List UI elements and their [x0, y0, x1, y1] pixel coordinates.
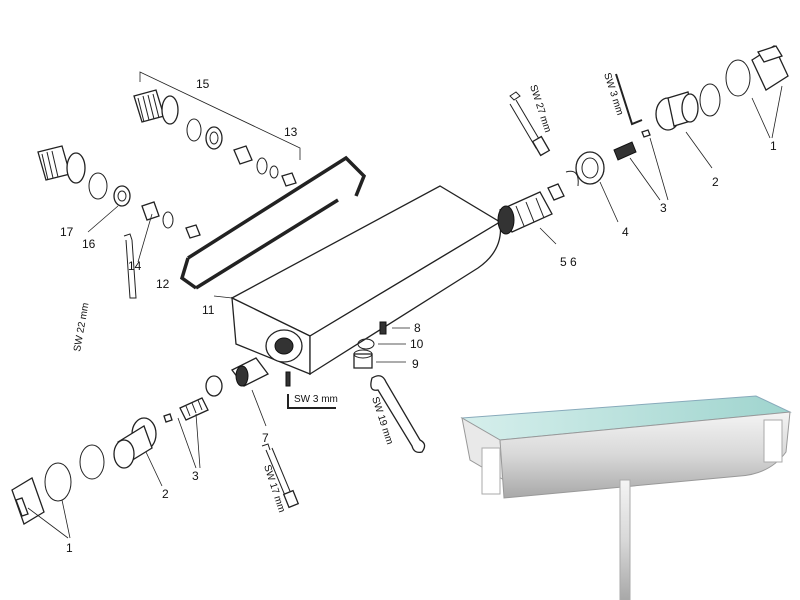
label-part-9: 9	[412, 357, 419, 371]
flange-2-top	[655, 83, 721, 169]
seal-13	[269, 165, 279, 179]
tool-sw17: SW 17 mm	[261, 464, 287, 514]
wrench-sw22: SW 22 mm	[72, 233, 137, 353]
tool-sw22: SW 22 mm	[72, 302, 91, 353]
label-part-2-bottom: 2	[162, 487, 169, 501]
nut-9	[353, 349, 373, 369]
label-part-17: 17	[60, 225, 74, 239]
clip-4	[565, 170, 579, 187]
o-ring-14	[162, 211, 174, 229]
label-part-10: 10	[410, 337, 424, 351]
wrench-sw17: SW 17 mm	[261, 443, 300, 514]
hex-key-sw3-mid: SW 3 mm	[287, 394, 338, 409]
washer-16	[113, 185, 131, 207]
valve-set-3-top	[613, 129, 669, 201]
filter-14	[185, 224, 201, 239]
nut-13	[233, 145, 253, 165]
hex-key-sw3-top: SW 3 mm	[601, 72, 643, 126]
label-part-8: 8	[414, 321, 421, 335]
inlet-set-15	[133, 71, 301, 187]
label-part-16: 16	[82, 237, 96, 251]
screw-8	[379, 321, 387, 335]
cartridge-56	[497, 183, 565, 245]
o-ring-17	[88, 172, 108, 200]
grub-screw-sw3	[285, 371, 291, 387]
handle-1-top	[725, 45, 789, 139]
label-part-15: 15	[196, 77, 210, 91]
flange-2-bottom	[79, 417, 163, 487]
label-part-7: 7	[262, 431, 269, 445]
handle-1-bottom	[11, 462, 72, 539]
valve-set-3-bottom	[163, 375, 223, 469]
label-part-1-top: 1	[770, 139, 777, 153]
diverter-7	[231, 357, 269, 427]
label-part-4: 4	[622, 225, 629, 239]
wrench-sw27: SW 27 mm	[509, 84, 553, 157]
label-part-14: 14	[128, 259, 142, 273]
label-part-12: 12	[156, 277, 170, 291]
washer-15	[205, 126, 223, 150]
wrench-sw19: SW 19 mm	[369, 375, 426, 454]
tool-sw27: SW 27 mm	[527, 84, 553, 134]
o-ring-13	[256, 157, 268, 175]
tool-sw3-mid: SW 3 mm	[294, 394, 338, 405]
o-ring-10	[357, 338, 375, 350]
gasket-12	[179, 155, 367, 290]
threaded-union-17	[37, 145, 86, 184]
label-part-1-bottom: 1	[66, 541, 73, 555]
filter-13	[281, 172, 297, 187]
product-photo	[460, 395, 792, 600]
label-part-3-bottom: 3	[192, 469, 199, 483]
o-ring-15	[186, 118, 202, 142]
nut-4	[575, 151, 619, 223]
label-part-3-top: 3	[660, 201, 667, 215]
label-part-13: 13	[284, 125, 298, 139]
label-part-11: 11	[202, 303, 215, 317]
inlet-set-17	[37, 145, 201, 263]
nut-14	[141, 201, 160, 221]
label-part-2-top: 2	[712, 175, 719, 189]
threaded-union-15	[133, 89, 179, 125]
label-part-5-6: 5 6	[560, 255, 577, 269]
thermostat-body-11	[213, 185, 502, 376]
